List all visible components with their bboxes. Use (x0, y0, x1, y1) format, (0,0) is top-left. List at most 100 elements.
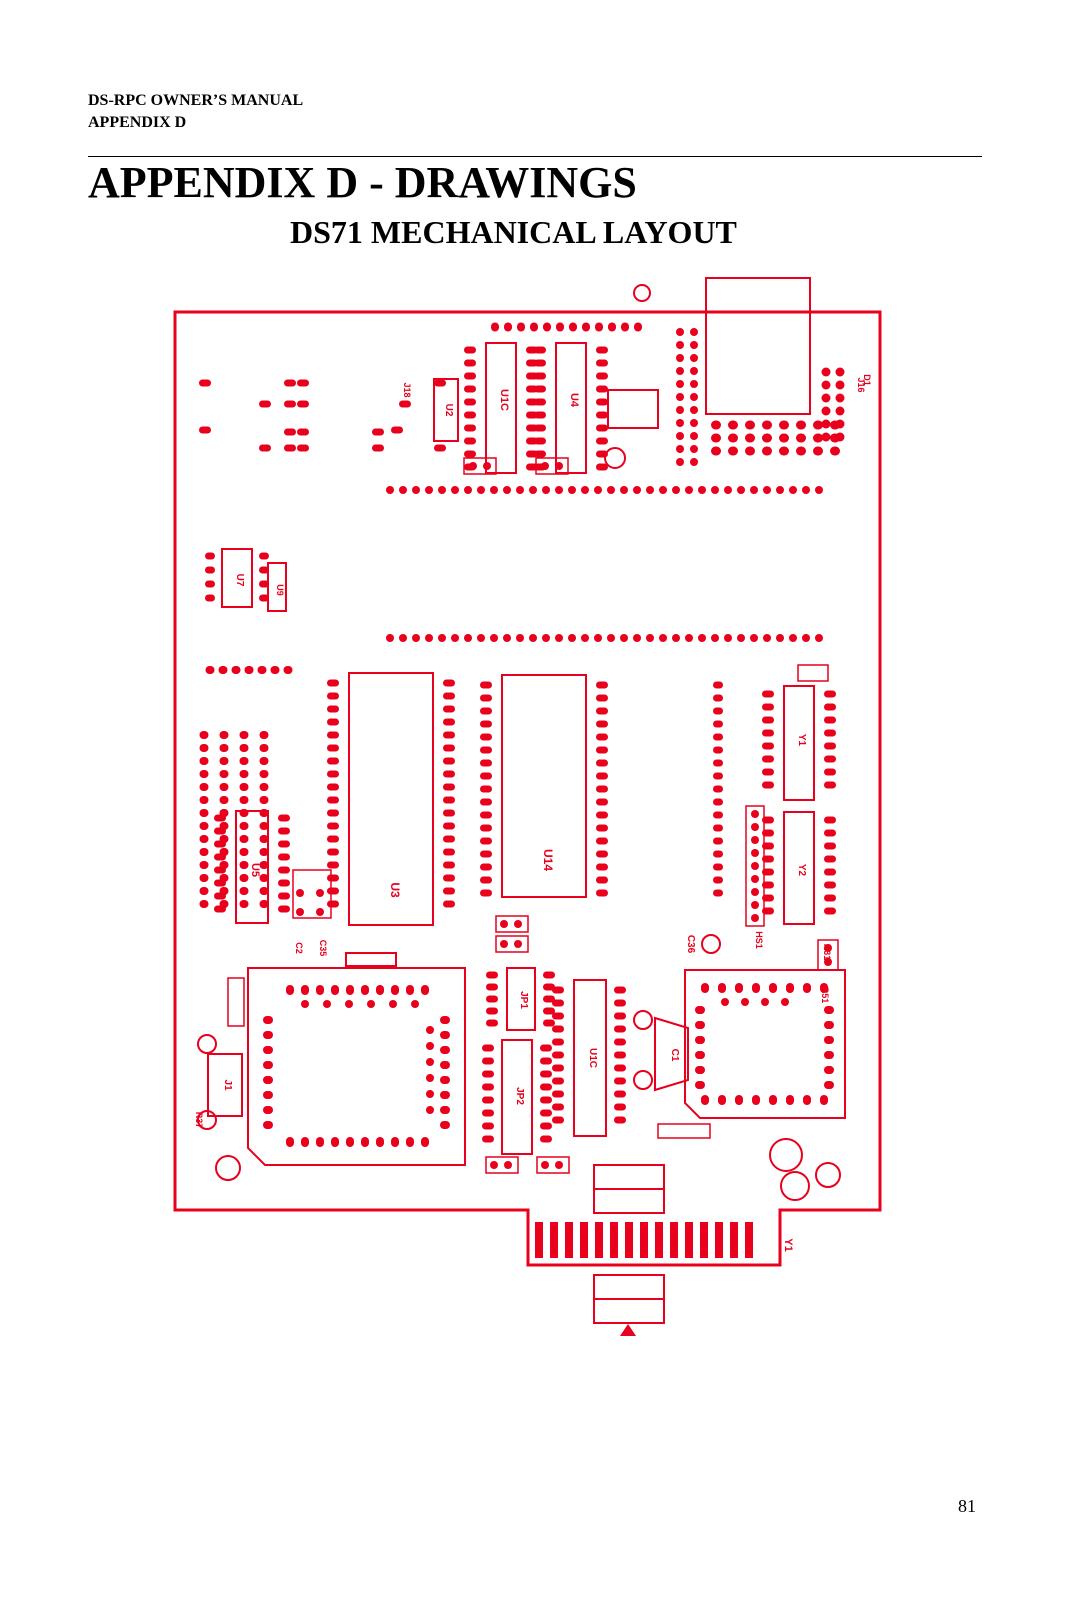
pad (372, 444, 384, 452)
pad (737, 486, 745, 494)
pad (762, 729, 774, 737)
pad (745, 446, 755, 456)
pad (620, 634, 628, 642)
pad (482, 1044, 494, 1052)
pad (399, 486, 407, 494)
pad (443, 809, 455, 817)
pad (824, 755, 836, 763)
pad (813, 420, 823, 430)
pad (284, 428, 296, 436)
pad (552, 1025, 564, 1033)
silkscreen-label: JP1 (518, 991, 529, 1009)
pad (582, 322, 590, 332)
pad (443, 835, 455, 843)
pad (728, 433, 738, 443)
pad (483, 462, 491, 470)
pad (701, 1095, 709, 1105)
pad (711, 634, 719, 642)
pad (835, 406, 845, 416)
cap-outline (701, 934, 721, 954)
pad (239, 744, 249, 752)
pad (762, 420, 772, 430)
pad (259, 861, 269, 869)
pad (711, 486, 719, 494)
component-outline (573, 979, 607, 1137)
running-header: DS-RPC OWNER’S MANUAL APPENDIX D (88, 90, 303, 134)
pad (676, 354, 684, 362)
pad (824, 894, 836, 902)
pad (259, 757, 269, 765)
pad (542, 486, 550, 494)
edge-finger (580, 1222, 588, 1258)
pad (367, 1000, 375, 1008)
pad (750, 634, 758, 642)
pad (779, 446, 789, 456)
pad (596, 681, 608, 689)
pad (824, 944, 832, 952)
pad (469, 462, 477, 470)
pad (751, 849, 759, 857)
pad (331, 1137, 339, 1147)
silkscreen-label: Y1 (796, 734, 807, 747)
pad (534, 346, 546, 354)
pad (824, 768, 836, 776)
rj-connector-outline (705, 277, 811, 415)
pad (690, 367, 698, 375)
pad (259, 809, 269, 817)
pad (596, 707, 608, 715)
capacitor-outline (495, 915, 529, 933)
pad (443, 770, 455, 778)
pad (219, 822, 229, 830)
pad (284, 400, 296, 408)
pad (614, 1116, 626, 1124)
pad (421, 1137, 429, 1147)
pad (614, 986, 626, 994)
pad (219, 887, 229, 895)
pad (751, 823, 759, 831)
silkscreen-label: R51 (820, 987, 830, 1004)
pad (659, 634, 667, 642)
pad (327, 809, 339, 817)
pad (786, 983, 794, 993)
pad (490, 634, 498, 642)
pad (762, 907, 774, 915)
pad (824, 1006, 834, 1014)
pad (239, 861, 249, 869)
pad (695, 1051, 705, 1059)
pad (824, 1081, 834, 1089)
pad (824, 816, 836, 824)
pad (695, 1066, 705, 1074)
pad (713, 850, 723, 858)
pad (284, 379, 296, 387)
pad (695, 1036, 705, 1044)
pad (480, 863, 492, 871)
pad (762, 781, 774, 789)
pad (486, 983, 498, 991)
pad (803, 983, 811, 993)
pad (199, 731, 209, 739)
pad (327, 835, 339, 843)
pad (376, 985, 384, 995)
capacitor-outline (536, 1156, 570, 1174)
pad (713, 837, 723, 845)
pad (676, 432, 684, 440)
pad (813, 433, 823, 443)
pad (263, 1076, 273, 1084)
pad (219, 900, 229, 908)
pad (440, 1091, 450, 1099)
resistor-outline (433, 378, 459, 442)
pad (278, 827, 290, 835)
pad (824, 716, 836, 724)
pad (835, 380, 845, 390)
pad (596, 437, 608, 445)
pad (239, 900, 249, 908)
pad (278, 840, 290, 848)
pad (421, 985, 429, 995)
pad (713, 785, 723, 793)
pad (596, 359, 608, 367)
pad (259, 822, 269, 830)
pad (443, 705, 455, 713)
pad (543, 983, 555, 991)
pad (270, 666, 280, 674)
pad (540, 1070, 552, 1078)
